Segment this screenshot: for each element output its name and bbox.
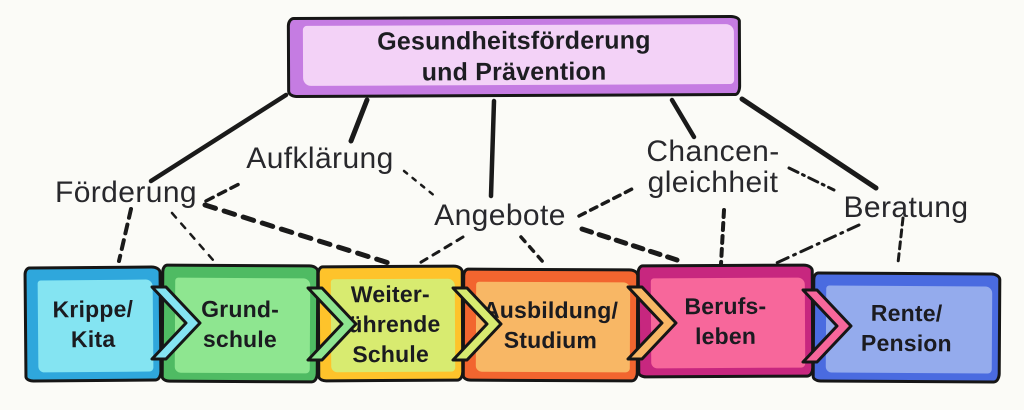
- connector-chancengleichheit-beratung: [787, 166, 836, 192]
- stage-label-line: Studium: [503, 326, 598, 354]
- factor-chancengleichheit-line-2: gleichheit: [647, 166, 779, 199]
- stage-label-line: leben: [694, 322, 757, 350]
- stage-weiterfuehrende-schule-label: Weiter- führende Schule: [320, 268, 462, 380]
- connector-title-chancengleichheit: [669, 97, 697, 140]
- stage-grundschule: Grund- schule: [160, 263, 320, 384]
- stage-rente-pension: Rente/ Pension: [811, 271, 1002, 384]
- diagram-title: Gesundheitsförderung und Prävention: [290, 18, 738, 95]
- connector-foerderung-aufklaerung: [204, 180, 245, 203]
- connector-aufklaerung-angebote: [402, 169, 438, 199]
- stage-berufsleben: Berufs- leben: [636, 263, 815, 379]
- stage-label-line: Rente/: [870, 299, 943, 326]
- factor-chancengleichheit-line-1: Chancen-: [646, 135, 780, 168]
- factor-aufklaerung: Aufklärung: [246, 142, 394, 175]
- stage-label-line: Schule: [352, 340, 430, 367]
- factor-angebote: Angebote: [434, 199, 566, 232]
- stage-label-line: Krippe/: [52, 295, 134, 323]
- stage-label-line: führende: [340, 310, 441, 337]
- stage-ausbildung-studium: Ausbildung/ Studium: [461, 267, 640, 383]
- stage-label-line: Pension: [860, 329, 952, 356]
- connector-beratung-berufsleben: [770, 223, 861, 267]
- connector-foerderung-grundschule: [170, 211, 215, 262]
- factor-chancengleichheit: Chancen- gleichheit: [628, 136, 798, 198]
- connector-title-aufklaerung: [348, 97, 370, 144]
- connector-title-foerderung: [148, 92, 289, 184]
- connector-angebote-ausbildung: [519, 235, 545, 264]
- stage-krippe-kita-label: Krippe/ Kita: [27, 268, 160, 379]
- title-line-1: Gesundheitsförderung: [377, 25, 651, 56]
- stage-weiterfuehrende-schule: Weiter- führende Schule: [316, 264, 465, 383]
- stage-label-line: Berufs-: [684, 292, 767, 320]
- connector-chancengleichheit-berufsleben: [719, 208, 726, 266]
- connector-angebote-weiterfuehrende: [416, 235, 465, 266]
- connector-angebote-berufsleben: [579, 226, 680, 263]
- stage-berufsleben-label: Berufs- leben: [640, 267, 812, 376]
- stage-label-line: Kita: [70, 325, 116, 353]
- stage-label-line: Weiter-: [350, 280, 430, 307]
- connector-title-angebote: [488, 98, 497, 199]
- factor-foerderung: Förderung: [54, 176, 197, 209]
- stage-krippe-kita: Krippe/ Kita: [23, 265, 163, 383]
- factor-beratung: Beratung: [843, 191, 969, 224]
- stage-label-line: Grund-: [201, 295, 280, 322]
- title-line-2: und Prävention: [421, 57, 607, 86]
- title-box: Gesundheitsförderung und Prävention: [286, 15, 742, 98]
- stage-grundschule-label: Grund- schule: [164, 267, 317, 381]
- connector-title-beratung: [739, 96, 879, 191]
- connector-foerderung-weiterfuehrende: [202, 202, 395, 267]
- stage-rente-pension-label: Rente/ Pension: [815, 274, 999, 380]
- connector-foerderung-krippe: [117, 207, 133, 263]
- stage-ausbildung-studium-label: Ausbildung/ Studium: [465, 271, 636, 380]
- connector-angebote-chancengleichheit: [577, 185, 638, 218]
- stage-label-line: schule: [202, 325, 278, 352]
- connector-beratung-rente: [896, 216, 905, 265]
- stage-label-line: Ausbildung/: [482, 296, 619, 324]
